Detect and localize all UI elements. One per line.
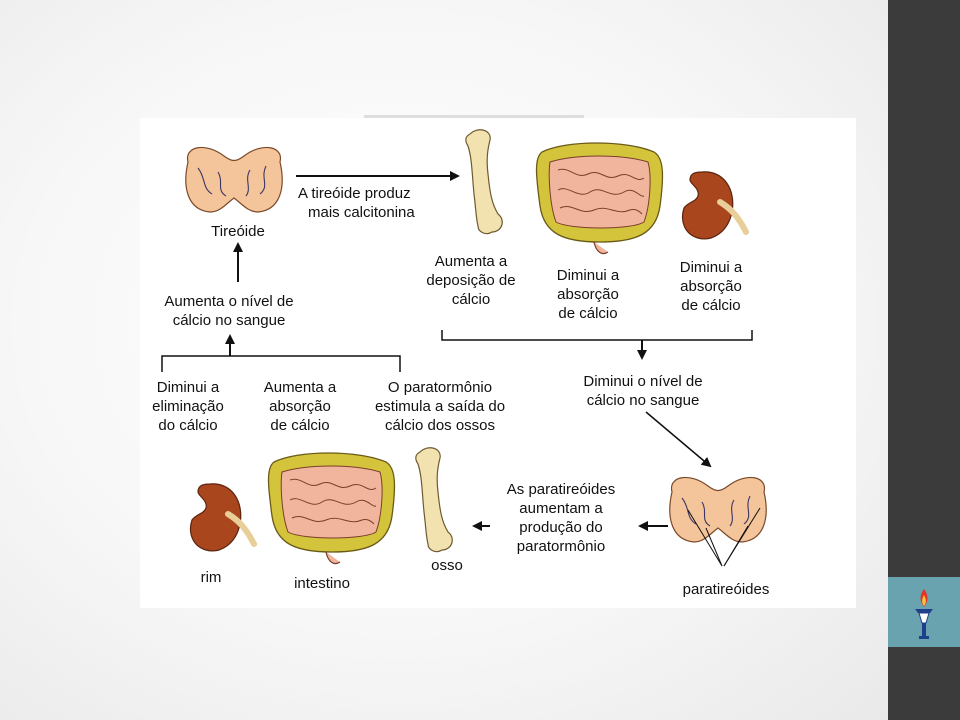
label-thyroid: Tireóide xyxy=(211,223,265,240)
pointer-line xyxy=(687,509,723,567)
thyroid-icon xyxy=(669,476,767,543)
pointer-line xyxy=(705,527,723,567)
label-increase-blood-calcium: Aumenta o nível de cálcio no sangue xyxy=(164,293,294,329)
kidney-icon xyxy=(683,172,746,239)
bone-icon xyxy=(465,129,503,235)
bone-icon xyxy=(415,447,453,553)
bracket-top-effects xyxy=(441,330,753,341)
pointer-line xyxy=(723,507,761,567)
label-bone: osso xyxy=(431,557,463,574)
bracket-effects xyxy=(161,355,401,372)
arrow-to-parathyroids xyxy=(645,411,712,468)
label-parathyroids-increase-pth: As paratireóides aumentam a produção do … xyxy=(506,481,616,555)
label-increase-deposition: Aumenta a deposição de cálcio xyxy=(426,253,516,308)
label-decrease-intestinal-absorption: Diminui a absorção de cálcio xyxy=(556,267,620,322)
label-decrease-elimination: Diminui a eliminação do cálcio xyxy=(152,379,224,434)
label-pth-stimulates-bone: O paratormônio estimula a saída do cálci… xyxy=(374,379,506,434)
label-intestine: intestino xyxy=(294,575,350,592)
diagram-artwork xyxy=(161,129,767,567)
label-calcitonin: A tireóide produz mais calcitonina xyxy=(298,185,415,221)
label-parathyroids: paratireóides xyxy=(682,581,770,598)
label-decrease-blood-calcium: Diminui o nível de cálcio no sangue xyxy=(583,373,703,409)
kidney-icon xyxy=(191,484,254,551)
label-decrease-renal-absorption: Diminui a absorção de cálcio xyxy=(679,259,743,314)
torch-icon xyxy=(915,589,933,639)
intestine-icon xyxy=(267,452,396,565)
label-kidney: rim xyxy=(200,569,222,586)
intestine-icon xyxy=(535,142,664,255)
thyroid-icon xyxy=(185,146,283,213)
logo xyxy=(888,577,960,647)
label-increase-absorption: Aumenta a absorção de cálcio xyxy=(263,379,337,434)
